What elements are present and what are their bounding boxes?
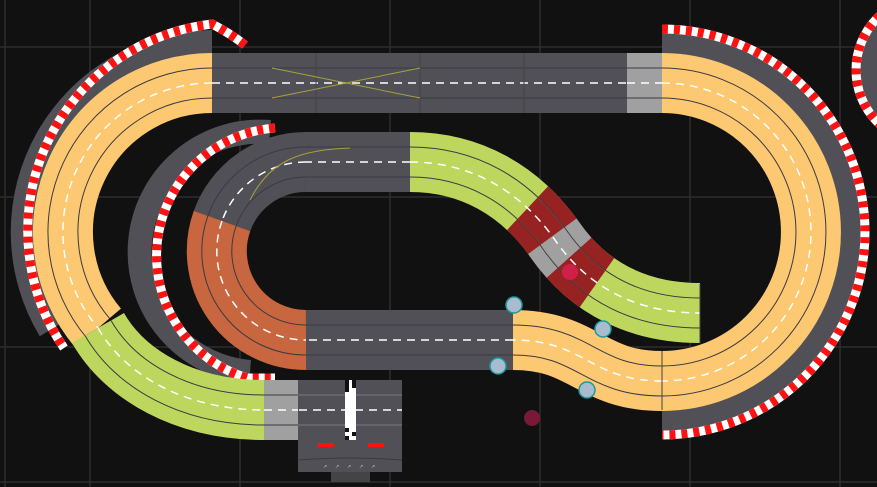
stand-edge	[298, 457, 403, 461]
connector-tab	[331, 470, 370, 482]
lane-fill	[208, 147, 307, 227]
finish-line	[345, 380, 356, 440]
track-piece-left-bottom-curve[interactable]	[71, 312, 265, 440]
center-dash	[216, 220, 307, 341]
spectator-icon: ↗	[347, 464, 351, 470]
center-dash	[62, 82, 213, 329]
curbs	[23, 12, 877, 440]
track-piece-inner-loop-orange[interactable]	[186, 210, 308, 371]
curb-stripes	[851, 12, 877, 128]
curb-stripes	[152, 123, 276, 383]
connector-point[interactable]	[594, 320, 612, 338]
connector-point[interactable]	[505, 296, 523, 314]
track-piece-left-curve[interactable]	[33, 53, 213, 348]
curb-stripes	[23, 19, 248, 351]
track-piece-inner-loop-dark[interactable]	[193, 131, 308, 233]
center-dash	[409, 161, 701, 314]
curb-stripes	[661, 24, 870, 440]
checker	[345, 388, 349, 392]
start-light	[318, 443, 334, 447]
spectator-icon: ↗	[335, 464, 339, 470]
markers[interactable]	[489, 264, 612, 426]
track-piece-bottom-s[interactable]	[511, 310, 664, 411]
track-piece-chicane[interactable]	[409, 132, 701, 343]
checker	[345, 428, 349, 432]
checker	[345, 436, 349, 440]
spectator-icon: ↗	[359, 464, 363, 470]
spectator-icon: ↗	[371, 464, 375, 470]
center-dash	[97, 327, 265, 411]
connector-point[interactable]	[578, 381, 596, 399]
lane-change-line	[249, 147, 351, 201]
start-light	[368, 443, 384, 447]
marker-inactive[interactable]	[524, 410, 540, 426]
checker	[352, 380, 356, 384]
connector-point[interactable]	[489, 357, 507, 375]
checker	[352, 384, 356, 388]
checker	[345, 380, 349, 384]
marker-active[interactable]	[562, 264, 578, 280]
track-pieces[interactable]	[33, 53, 841, 440]
spectator-icon: ↗	[323, 464, 327, 470]
checker	[345, 384, 349, 388]
lane-change-line	[271, 67, 421, 99]
start-finish-piece[interactable]: ↗ ↗ ↗ ↗ ↗	[298, 380, 403, 482]
track-piece-right-curve[interactable]	[661, 53, 841, 411]
track-shoulder	[661, 30, 864, 434]
center-dash	[661, 82, 812, 382]
center-dash	[512, 339, 663, 382]
checker	[352, 432, 356, 436]
